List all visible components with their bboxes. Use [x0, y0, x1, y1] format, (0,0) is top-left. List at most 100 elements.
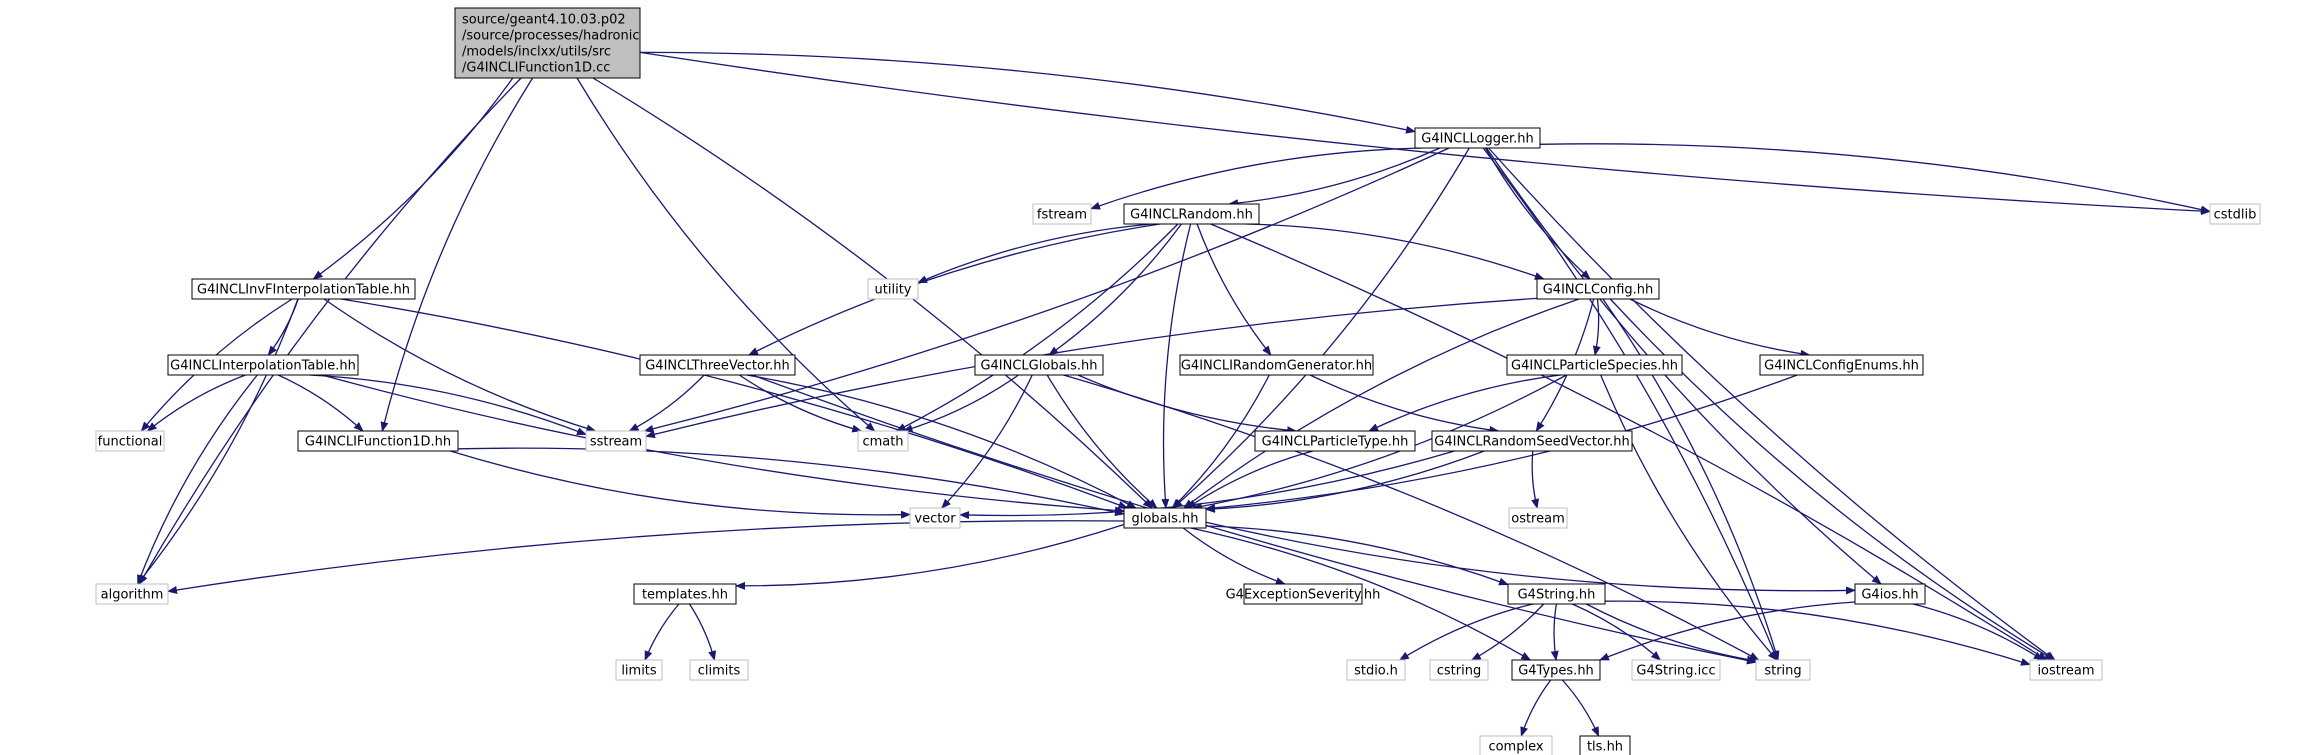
- node-particlespecies[interactable]: G4INCLParticleSpecies.hh: [1506, 354, 1683, 376]
- node-particletype[interactable]: G4INCLParticleType.hh: [1254, 430, 1416, 452]
- node-label: G4INCLInvFInterpolationTable.hh: [197, 283, 410, 298]
- node-box: [1414, 127, 1541, 149]
- node-box: [95, 583, 169, 605]
- edge-templates-to-limits: [644, 603, 680, 661]
- node-configenums[interactable]: G4INCLConfigEnums.hh: [1759, 354, 1924, 376]
- edge-g4string-to-stdio: [1398, 603, 1533, 661]
- edge-invfinterp-to-globals: [340, 298, 1129, 509]
- edge-inclglobals-to-string: [1063, 374, 1760, 661]
- node-box: [95, 430, 165, 452]
- edge-g4ios-to-g4types: [1598, 601, 1856, 661]
- edge-randgen-to-globals: [1171, 374, 1270, 509]
- node-label: G4INCLRandom.hh: [1130, 208, 1253, 223]
- node-label: G4INCLConfig.hh: [1543, 283, 1654, 298]
- node-climits: climits: [689, 659, 749, 681]
- node-interp[interactable]: G4INCLInterpolationTable.hh: [167, 354, 359, 376]
- edge-templates-to-climits: [688, 603, 717, 661]
- node-label: G4ios.hh: [1861, 588, 1918, 603]
- node-box: [1579, 735, 1631, 755]
- node-box: [1431, 430, 1633, 452]
- node-box: [1123, 507, 1207, 529]
- node-threevector[interactable]: G4INCLThreeVector.hh: [639, 354, 796, 376]
- edge-g4string-to-g4stringicc: [1571, 603, 1662, 661]
- edge-logger-to-iostream: [1488, 147, 2056, 661]
- edge-inclglobals-to-vector: [941, 374, 1033, 509]
- node-box: [1508, 507, 1568, 529]
- node-box: [454, 7, 641, 79]
- node-cmath: cmath: [857, 430, 909, 452]
- node-ifunction1d[interactable]: G4INCLIFunction1D.hh: [297, 430, 459, 452]
- edge-random-to-inclglobals: [1048, 223, 1182, 356]
- node-label: source/geant4.10.03.p02: [462, 13, 626, 28]
- node-box: [1346, 659, 1406, 681]
- node-complex: complex: [1479, 735, 1553, 755]
- node-layer: source/geant4.10.03.p02/source/processes…: [95, 7, 2261, 755]
- node-label: cmath: [862, 435, 903, 450]
- edge-root-to-algorithm: [138, 77, 522, 585]
- node-templates[interactable]: templates.hh: [633, 583, 737, 605]
- edge-config-to-iostream: [1609, 298, 2055, 661]
- edge-config-to-string: [1602, 298, 1780, 661]
- edge-g4string-to-iostream: [1604, 600, 2031, 666]
- edge-logger-to-config: [1484, 147, 1591, 280]
- node-label: G4INCLParticleSpecies.hh: [1511, 359, 1678, 374]
- edge-random-to-threevector: [748, 223, 1161, 356]
- node-label: G4INCLLogger.hh: [1421, 132, 1533, 147]
- node-label: limits: [621, 664, 657, 679]
- edge-randgen-to-randseedvec: [1309, 374, 1500, 434]
- node-stdio: stdio.h: [1346, 659, 1406, 681]
- edge-interp-to-ifunction1d: [277, 374, 364, 432]
- node-invfinterp[interactable]: G4INCLInvFInterpolationTable.hh: [191, 278, 416, 300]
- node-algorithm: algorithm: [95, 583, 169, 605]
- edge-config-to-particlespecies: [1592, 298, 1601, 356]
- edge-random-to-utility: [917, 223, 1152, 284]
- node-box: [191, 278, 416, 300]
- edge-logger-to-fstream: [1090, 147, 1423, 210]
- node-label: cstring: [1437, 664, 1481, 679]
- node-inclglobals[interactable]: G4INCLGlobals.hh: [974, 354, 1104, 376]
- node-g4types[interactable]: G4Types.hh: [1511, 659, 1601, 681]
- node-cstdlib: cstdlib: [2209, 203, 2261, 225]
- node-label: vector: [914, 512, 956, 527]
- node-logger[interactable]: G4INCLLogger.hh: [1414, 127, 1541, 149]
- edge-logger-to-globals: [1172, 147, 1470, 509]
- node-box: [1506, 354, 1683, 376]
- node-g4string[interactable]: G4String.hh: [1507, 583, 1606, 605]
- node-box: [585, 430, 647, 452]
- edge-random-to-randgen: [1196, 223, 1272, 356]
- edge-inclglobals-to-globals: [1046, 374, 1158, 509]
- node-exception[interactable]: G4ExceptionSeverity.hh: [1226, 583, 1381, 605]
- node-box: [1536, 278, 1660, 300]
- node-label: G4INCLParticleType.hh: [1262, 435, 1409, 450]
- node-label: algorithm: [101, 588, 164, 603]
- edge-config-to-configenums: [1629, 298, 1811, 358]
- node-box: [1123, 203, 1260, 225]
- edge-randseedvec-to-ostream: [1531, 450, 1539, 509]
- edge-globals-to-g4string: [1205, 525, 1509, 586]
- node-randgen[interactable]: G4INCLIRandomGenerator.hh: [1179, 354, 1374, 376]
- edge-globals-to-algorithm: [167, 520, 1125, 594]
- edge-particletype-to-globals: [1186, 450, 1314, 509]
- edge-root-to-logger: [639, 51, 1416, 134]
- node-box: [1479, 735, 1553, 755]
- node-config[interactable]: G4INCLConfig.hh: [1536, 278, 1660, 300]
- node-random[interactable]: G4INCLRandom.hh: [1123, 203, 1260, 225]
- node-string: string: [1755, 659, 1811, 681]
- edge-root-to-cstdlib: [639, 51, 2211, 216]
- node-box: [909, 507, 961, 529]
- node-box: [1511, 659, 1601, 681]
- edge-interp-to-sstream: [309, 374, 587, 436]
- node-g4ios[interactable]: G4ios.hh: [1854, 583, 1926, 605]
- edge-threevector-to-globals: [746, 374, 1137, 509]
- edge-configenums-to-globals: [1205, 374, 1798, 512]
- node-box: [2029, 659, 2103, 681]
- node-globals[interactable]: globals.hh: [1123, 507, 1207, 529]
- edge-random-to-iostream: [1210, 223, 2048, 661]
- node-label: G4Types.hh: [1518, 664, 1594, 679]
- edge-root-to-globals: [592, 77, 1153, 509]
- edge-random-to-globals: [1161, 223, 1192, 509]
- node-randseedvec[interactable]: G4INCLRandomSeedVector.hh: [1431, 430, 1633, 452]
- node-box: [689, 659, 749, 681]
- node-tls[interactable]: tls.hh: [1579, 735, 1631, 755]
